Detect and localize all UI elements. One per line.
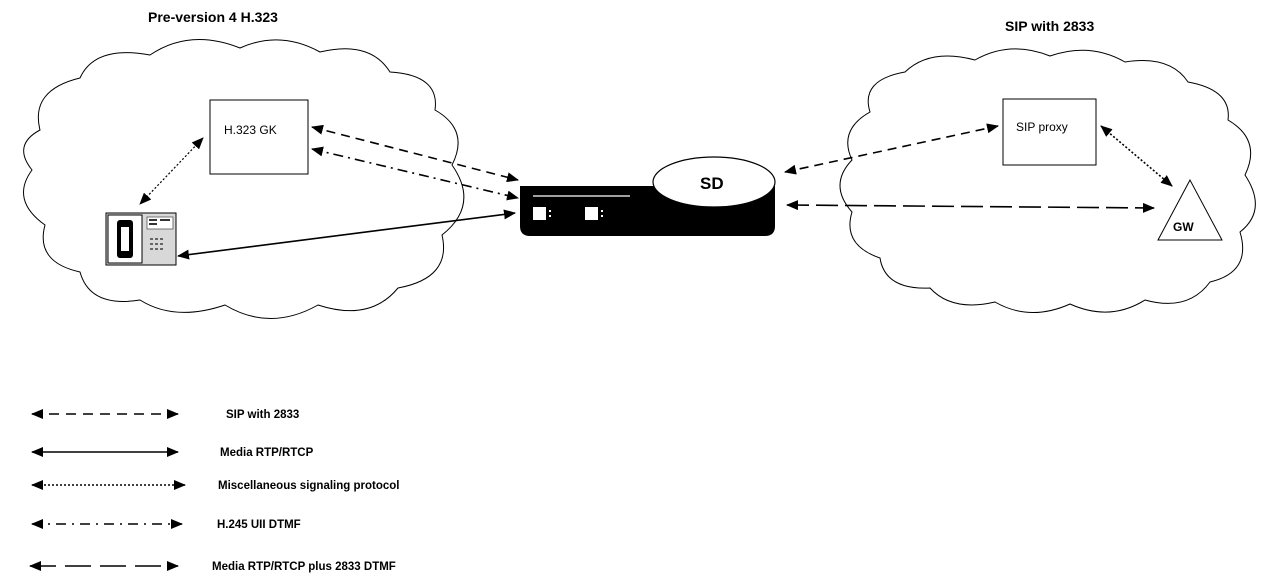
gateway-triangle [1157,178,1223,241]
legend-label-dotted: Miscellaneous signaling protocol [218,480,399,492]
sip-proxy-label: SIP proxy [1016,120,1068,134]
legend-label-long-dash: Media RTP/RTCP plus 2833 DTMF [212,561,396,573]
gk-sd-h245-line [311,146,519,201]
session-director-label: SD [700,174,724,193]
phone-sd-media-line [177,209,516,260]
gateway-label: GW [1173,220,1194,234]
sip-proxy-box [1002,98,1097,166]
gatekeeper-label: H.323 GK [224,123,277,137]
gatekeeper-box [209,99,309,175]
legend-label-solid: Media RTP/RTCP [220,447,314,459]
left-cloud-title: Pre-version 4 H.323 [148,9,278,25]
gk-phone-signaling-line [139,137,204,205]
right-cloud [839,48,1256,313]
session-director-device [520,156,776,236]
right-cloud-title: SIP with 2833 [1005,18,1094,34]
legend-label-dashed: SIP with 2833 [226,409,299,421]
proxy-gw-signaling-line [1100,125,1173,187]
ip-phone-icon [105,212,177,266]
legend: SIP with 2833 Media RTP/RTCP Miscellaneo… [29,409,399,573]
sd-gw-media-line [786,200,1155,213]
sd-proxy-sip-line [784,123,999,175]
left-cloud [23,39,465,319]
legend-label-dash-dot: H.245 UII DTMF [217,519,301,531]
